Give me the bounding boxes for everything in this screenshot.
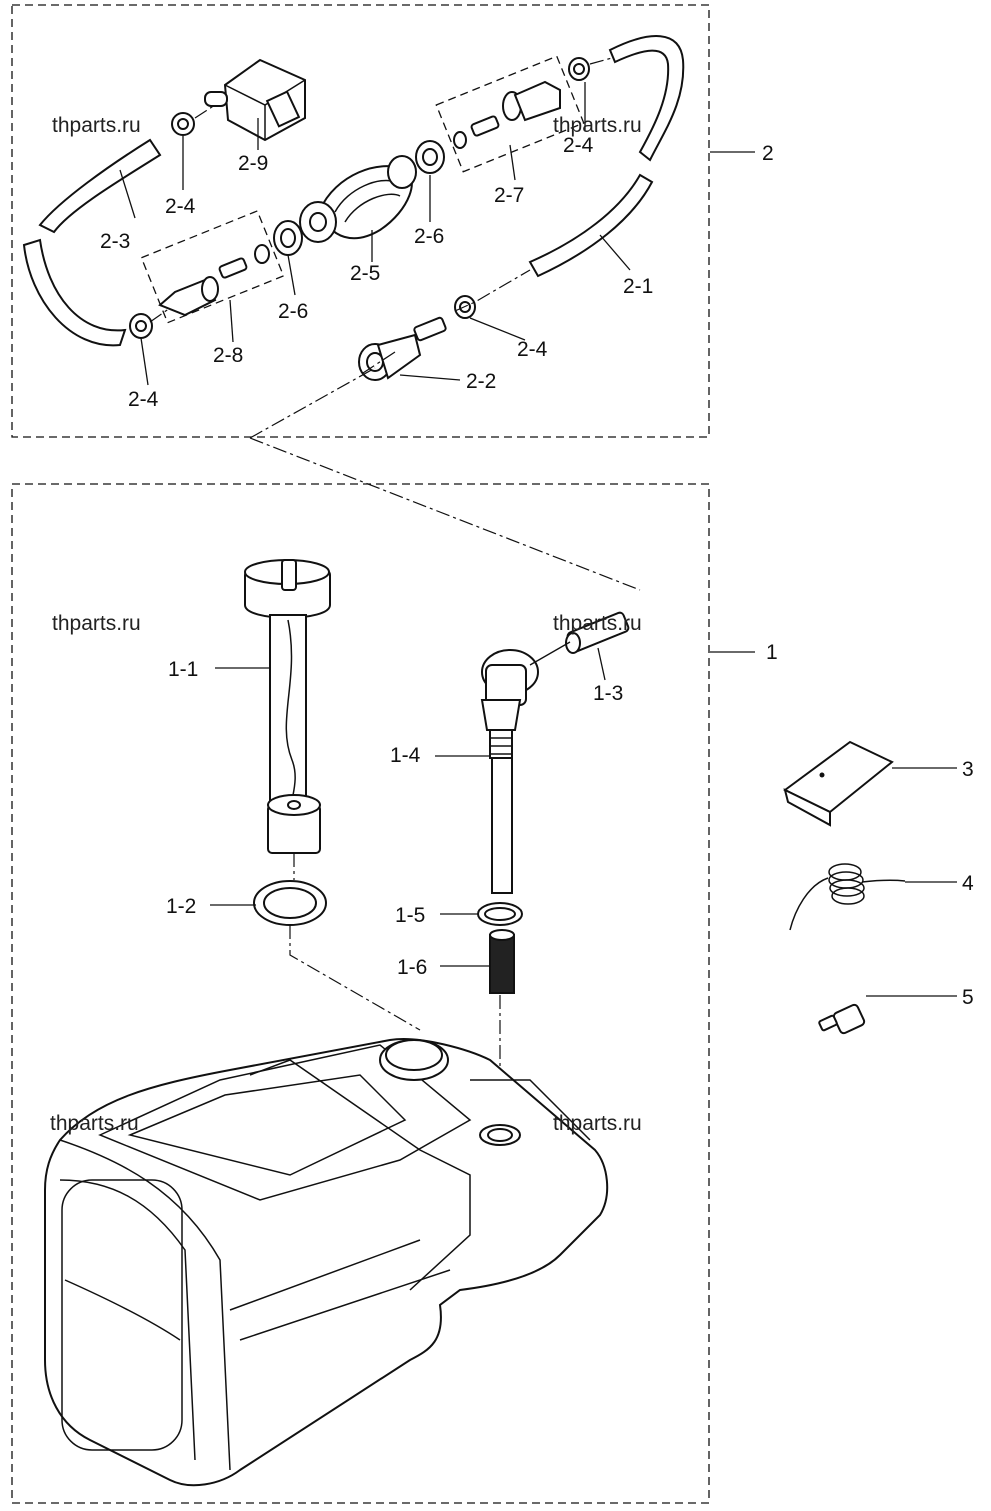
label-1-6: 1-6 (397, 956, 427, 979)
label-2-2: 2-2 (466, 370, 496, 393)
wire-spring-part-4 (789, 863, 906, 931)
watermark-top-right: thparts.ru (553, 114, 642, 137)
label-2-9: 2-9 (238, 152, 268, 175)
plug-part-5 (818, 1003, 866, 1035)
hose-2-1-lower (528, 173, 654, 278)
label-2-6-left: 2-6 (278, 300, 308, 323)
clamp-2-6-left (273, 220, 303, 256)
pickup-tube-1-4 (480, 649, 539, 894)
label-1-1: 1-1 (168, 658, 198, 681)
valve-group-2-7-box (435, 55, 585, 173)
valve-group-2-8-box (140, 210, 285, 324)
nut-2-4-top-right (568, 57, 590, 81)
label-1-4: 1-4 (390, 744, 421, 767)
o-ring-1-2 (253, 880, 327, 926)
label-2-7: 2-7 (494, 184, 524, 207)
watermark-middle-right: thparts.ru (553, 612, 642, 635)
watermark-lower-left: thparts.ru (50, 1112, 139, 1135)
fitting-2-2 (358, 316, 447, 381)
label-2-4-top-left: 2-4 (165, 195, 196, 218)
label-group-5: 5 (962, 986, 974, 1009)
nut-2-4-top-left (171, 112, 195, 136)
clip-part-3 (783, 740, 894, 827)
label-1-3: 1-3 (593, 682, 623, 705)
connector-2-9 (204, 58, 306, 142)
group-2-boundary (11, 4, 710, 438)
label-2-4-bottom-right: 2-4 (517, 338, 548, 361)
label-2-3: 2-3 (100, 230, 130, 253)
label-group-1: 1 (766, 641, 778, 664)
o-ring-1-5 (477, 902, 523, 926)
watermark-top-left: thparts.ru (52, 114, 141, 137)
hose-2-1-upper (608, 35, 685, 162)
primer-bulb-2-5 (299, 155, 417, 243)
label-1-5: 1-5 (395, 904, 425, 927)
label-group-4: 4 (962, 872, 974, 895)
label-2-6-right: 2-6 (414, 225, 444, 248)
watermark-middle-left: thparts.ru (52, 612, 141, 635)
label-2-5: 2-5 (350, 262, 380, 285)
clamp-2-6-right (415, 140, 445, 174)
fitting-1-3 (565, 611, 630, 654)
watermark-lower-right: thparts.ru (553, 1112, 642, 1135)
fuel-tank (44, 1038, 609, 1487)
label-2-1: 2-1 (623, 275, 653, 298)
valve-2-7 (453, 80, 561, 149)
filter-1-6 (489, 929, 515, 994)
label-2-8: 2-8 (213, 344, 243, 367)
label-1-2: 1-2 (166, 895, 196, 918)
label-2-4-top-right: 2-4 (563, 134, 594, 157)
label-group-3: 3 (962, 758, 974, 781)
fuel-gauge-1-1 (244, 559, 331, 854)
label-group-2: 2 (762, 142, 774, 165)
label-2-4-bottom-left: 2-4 (128, 388, 159, 411)
valve-2-8 (158, 244, 270, 317)
nut-2-4-bottom-left (129, 313, 153, 339)
hose-2-3-lower (22, 238, 127, 347)
hose-2-3 (38, 138, 162, 234)
